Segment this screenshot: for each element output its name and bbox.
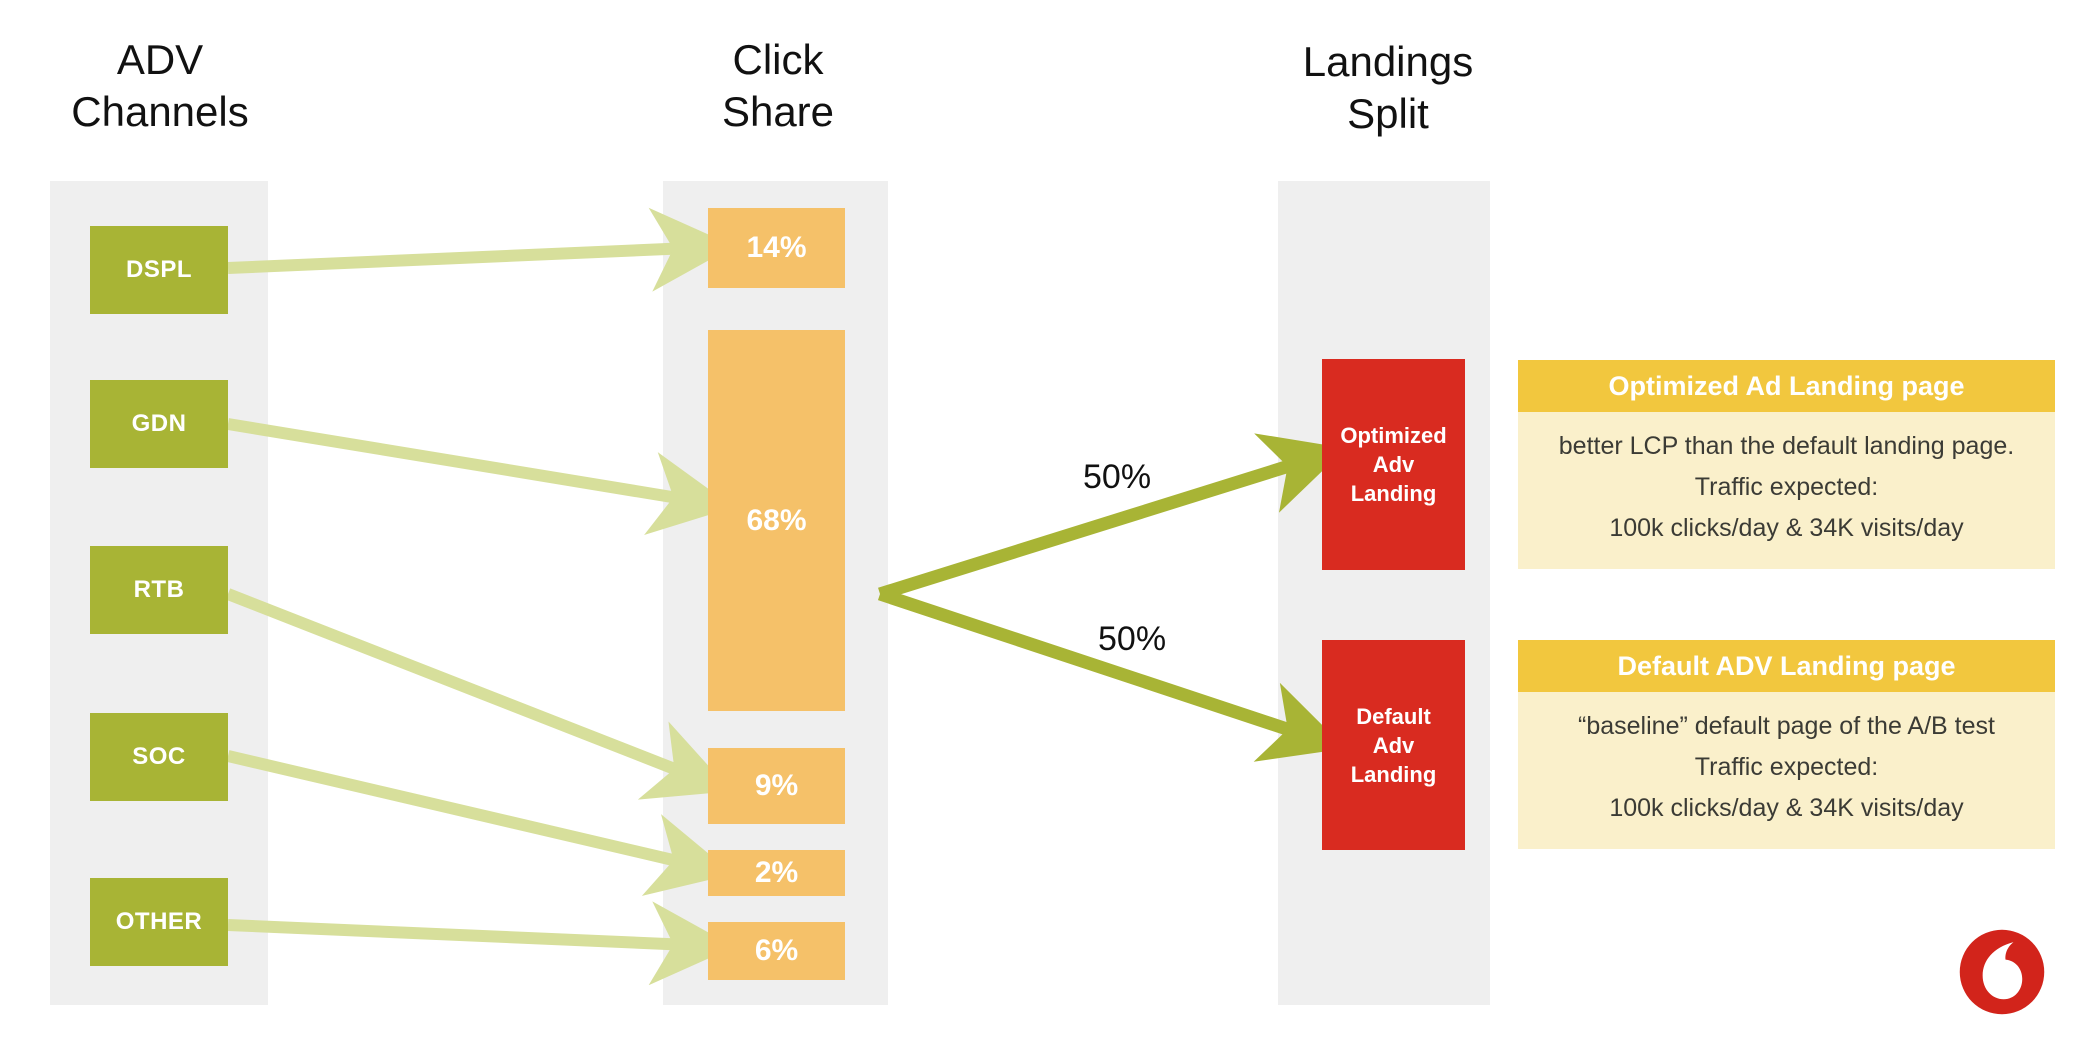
landings-split-title: Landings Split (1302, 38, 1474, 137)
share-bar-9[interactable]: 9% (708, 748, 845, 824)
share-bar-2[interactable]: 2% (708, 850, 845, 896)
flow-dspl-to-14 (227, 207, 735, 292)
flow-split-to-default (877, 587, 1346, 762)
channel-box-other[interactable]: OTHER (90, 878, 228, 966)
landing-box-default[interactable]: Default Adv Landing (1322, 640, 1465, 850)
flow-soc-to-2 (226, 750, 734, 896)
info-card-default-body: “baseline” default page of the A/B test … (1518, 692, 2055, 849)
info-card-optimized: Optimized Ad Landing page better LCP tha… (1518, 360, 2055, 569)
flow-other-to-6 (227, 901, 735, 986)
share-bar-68[interactable]: 68% (708, 330, 845, 711)
share-bar-14[interactable]: 14% (708, 208, 845, 288)
split-label-bottom: 50% (1098, 620, 1167, 658)
split-label-top: 50% (1083, 458, 1152, 496)
channel-box-rtb[interactable]: RTB (90, 546, 228, 634)
click-share-title: Click Share (721, 36, 835, 135)
info-card-default-header: Default ADV Landing page (1518, 640, 2055, 692)
vodafone-logo (1959, 929, 2045, 1015)
landing-box-optimized[interactable]: Optimized Adv Landing (1322, 359, 1465, 570)
flow-rtb-to-9 (225, 588, 732, 800)
share-bar-6[interactable]: 6% (708, 922, 845, 980)
channel-box-dspl[interactable]: DSPL (90, 226, 228, 314)
info-card-optimized-body: better LCP than the default landing page… (1518, 412, 2055, 569)
info-card-optimized-header: Optimized Ad Landing page (1518, 360, 2055, 412)
channel-box-gdn[interactable]: GDN (90, 380, 228, 468)
info-card-default: Default ADV Landing page “baseline” defa… (1518, 640, 2055, 849)
channel-box-soc[interactable]: SOC (90, 713, 228, 801)
landings-split-band (1278, 181, 1490, 1005)
flow-gdn-to-68 (227, 418, 734, 536)
adv-channels-title: ADV Channels (71, 36, 249, 135)
